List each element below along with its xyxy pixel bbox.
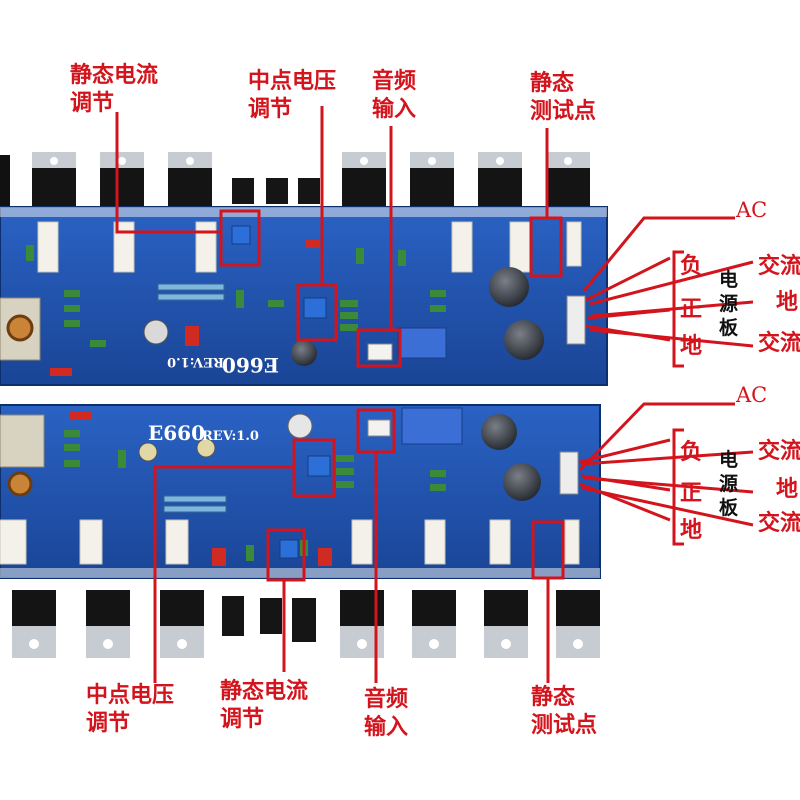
transistor: [160, 590, 204, 658]
silk-rev-top: REV:1.0: [167, 354, 224, 369]
silk-model-bottom: E660: [148, 421, 205, 445]
filter-capacitor: [489, 267, 529, 307]
resistor-bank: [163, 495, 227, 513]
transistor: [342, 152, 386, 210]
annotations-bottom: [153, 402, 754, 683]
transistor: [410, 152, 454, 210]
resistor-bank: [157, 283, 225, 301]
filter-capacitor: [481, 414, 517, 450]
label-ac-top: AC: [736, 198, 768, 222]
transistor: [100, 152, 144, 210]
label-power-board-bottom: 电源板: [719, 449, 739, 519]
label-ground-top: 地: [776, 290, 799, 315]
film-capacitor: [397, 327, 447, 359]
label-ground-bottom: 地: [776, 477, 799, 502]
filter-capacitor: [503, 463, 541, 501]
label-pos-bottom: 正: [680, 481, 703, 506]
annotations-top: [115, 106, 754, 368]
label-gnd-top: 地: [680, 334, 703, 359]
label-ac2-bottom: 交流: [758, 511, 800, 536]
transistor: [0, 155, 10, 210]
bottom-transistor-row: [12, 590, 600, 658]
transistor: [12, 590, 56, 658]
transistor: [484, 590, 528, 658]
film-capacitor: [401, 407, 463, 445]
transistor: [556, 590, 600, 658]
label-ac2-top: 交流: [758, 331, 800, 356]
silk-model-top: E660: [222, 353, 279, 377]
label-bias-adjust-top: 静态电流调节: [70, 63, 159, 116]
label-static-test-top: 静态测试点: [530, 71, 597, 124]
relay: [0, 414, 45, 468]
label-bias-adjust-bottom: 静态电流调节: [220, 679, 309, 732]
filter-capacitor: [504, 320, 544, 360]
transistor: [168, 152, 212, 210]
label-neg-bottom: 负: [680, 440, 703, 465]
label-ac-bottom: AC: [736, 383, 768, 407]
label-pos-top: 正: [680, 297, 703, 322]
top-amplifier-board: E660 REV:1.0: [0, 152, 608, 386]
transistor: [412, 590, 456, 658]
label-audio-input-bottom: 音频输入: [364, 687, 409, 740]
label-audio-input-top: 音频输入: [372, 69, 417, 122]
label-gnd-bottom: 地: [680, 518, 703, 543]
label-ac1-bottom: 交流: [758, 439, 800, 464]
label-neg-top: 负: [680, 254, 703, 279]
transistor: [86, 590, 130, 658]
label-midpoint-adjust-bottom: 中点电压调节: [86, 683, 175, 736]
label-ac1-top: 交流: [758, 254, 800, 279]
label-static-test-bottom: 静态测试点: [531, 685, 598, 738]
label-power-board-top: 电源板: [719, 269, 739, 339]
transistor: [478, 152, 522, 210]
transistor: [546, 152, 590, 210]
bottom-amplifier-board: E660 REV:1.0: [0, 404, 601, 658]
silk-rev-bottom: REV:1.0: [202, 429, 259, 444]
transistor: [32, 152, 76, 210]
top-transistor-row: [0, 152, 590, 210]
label-midpoint-adjust-top: 中点电压调节: [248, 69, 337, 122]
